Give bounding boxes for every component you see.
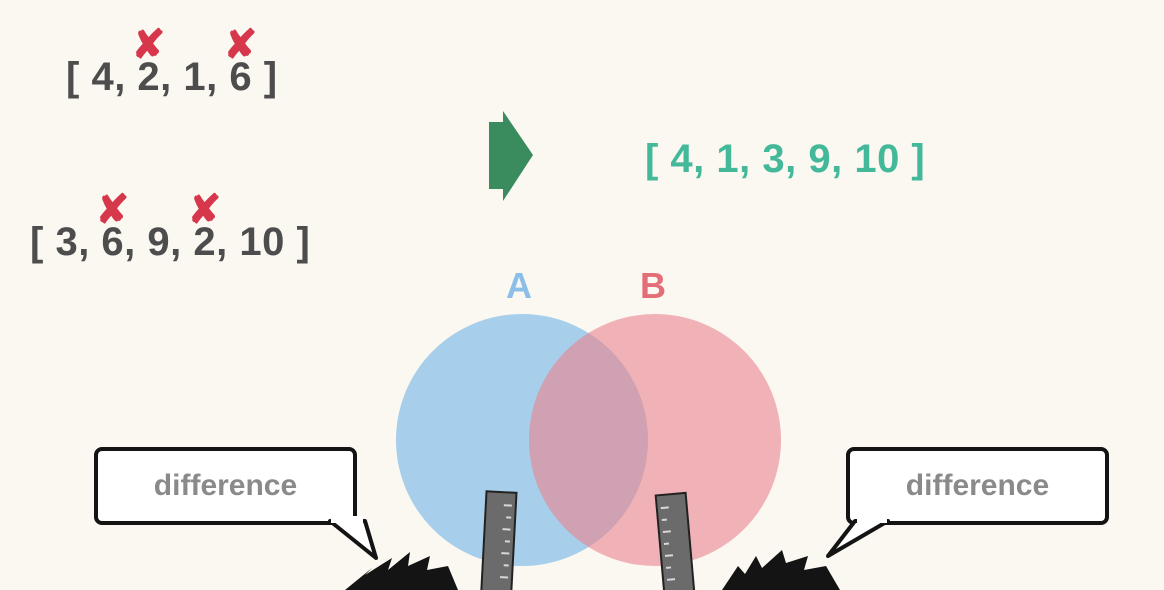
callout-right: difference	[846, 447, 1109, 525]
separator: ,	[206, 55, 230, 99]
bracket-open: [	[30, 220, 56, 264]
callout-left-text: difference	[153, 469, 298, 502]
separator: ,	[160, 55, 184, 99]
array-a: [ 4, 2✘, 1, 6✘ ]	[66, 23, 278, 100]
array-item: 1	[183, 55, 207, 99]
cross-mark-icon: ✘	[187, 188, 222, 232]
ruler-icon-left	[480, 490, 518, 590]
set-a-label: A	[506, 265, 532, 306]
callout-right-tail	[826, 519, 890, 558]
cross-mark-icon: ✘	[95, 188, 130, 232]
separator: ,	[124, 220, 148, 264]
array-item: 2✘	[187, 188, 222, 264]
callout-left-tail	[328, 519, 378, 560]
set-b-label: B	[640, 265, 666, 306]
array-item: 6✘	[95, 188, 130, 264]
cross-mark-icon: ✘	[223, 23, 258, 67]
bracket-close: ]	[284, 220, 311, 264]
separator: ,	[114, 55, 138, 99]
bracket-close: ]	[252, 55, 278, 99]
array-item: 2✘	[131, 23, 166, 99]
arrow-icon	[489, 111, 533, 201]
cross-mark-icon: ✘	[131, 23, 166, 67]
result-array: [ 4, 1, 3, 9, 10 ]	[645, 137, 926, 181]
callout-left: difference	[94, 447, 357, 525]
separator: ,	[78, 220, 102, 264]
callout-right-text: difference	[905, 469, 1050, 502]
array-item: 3	[55, 220, 79, 264]
array-item: 6✘	[223, 23, 258, 99]
character-hair-left	[345, 552, 458, 590]
separator: ,	[216, 220, 240, 264]
array-item: 10	[239, 220, 285, 264]
array-item: 4	[91, 55, 115, 99]
separator: ,	[170, 220, 194, 264]
array-b: [ 3, 6✘, 9, 2✘, 10 ]	[30, 188, 311, 265]
array-item: 9	[147, 220, 171, 264]
set-b-circle	[529, 314, 781, 566]
character-hair-right	[722, 550, 840, 590]
ruler-icon-right	[654, 491, 696, 590]
bracket-open: [	[66, 55, 92, 99]
